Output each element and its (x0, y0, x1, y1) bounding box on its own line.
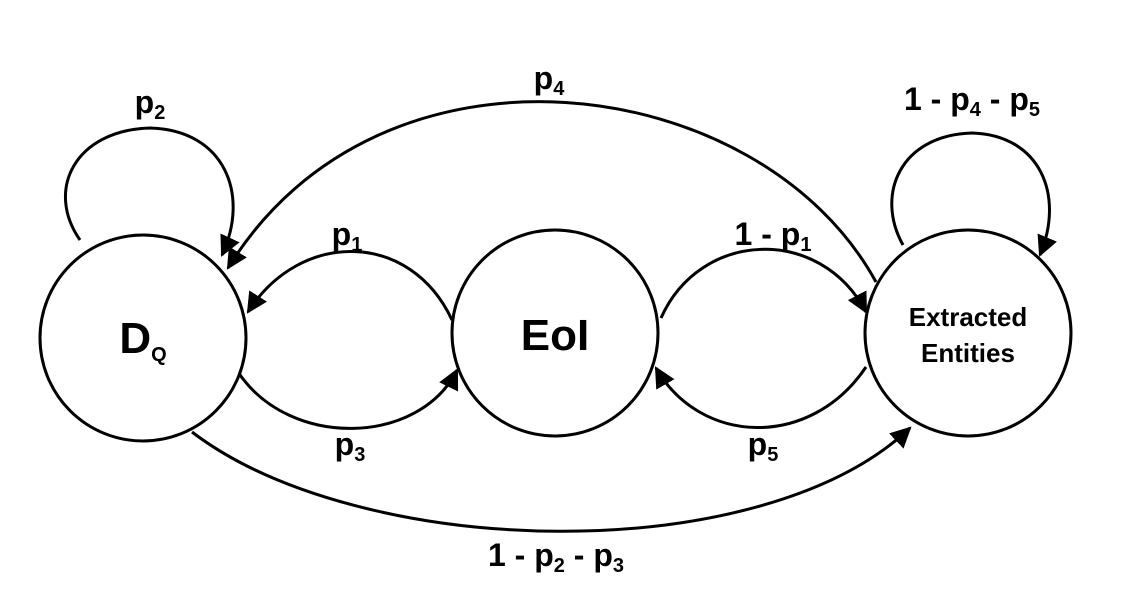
edge-dq-to-eoi (236, 368, 459, 430)
label-extracted-to-eoi: p5 (748, 426, 779, 466)
edge-extracted-to-eoi (654, 366, 868, 429)
node-extracted-label-line1: Extracted (909, 302, 1028, 332)
edge-extracted-to-dq (226, 100, 878, 283)
node-extracted-entities (863, 228, 1073, 438)
node-extracted-label-line2: Entities (921, 338, 1015, 368)
label-eoi-to-extracted: 1 - p1 (735, 216, 812, 256)
edge-eoi-to-extracted (659, 247, 868, 319)
label-dq-self: p2 (135, 84, 166, 124)
label-extracted-self: 1 - p4 - p5 (904, 81, 1040, 121)
edge-eoi-to-dq (246, 250, 454, 321)
label-extracted-to-dq: p4 (534, 60, 566, 100)
label-dq-to-extracted: 1 - p2 - p3 (488, 537, 624, 577)
label-eoi-to-dq: p1 (332, 216, 363, 256)
node-dq-label: DQ (119, 314, 166, 366)
node-eoi (450, 228, 660, 438)
edge-dq-to-extracted (191, 426, 912, 533)
label-dq-to-eoi: p3 (335, 426, 366, 466)
node-eoi-label: EoI (521, 311, 589, 360)
node-dq (38, 233, 248, 443)
edge-dq-self-loop (63, 126, 240, 257)
edge-extracted-self-loop (890, 131, 1057, 257)
